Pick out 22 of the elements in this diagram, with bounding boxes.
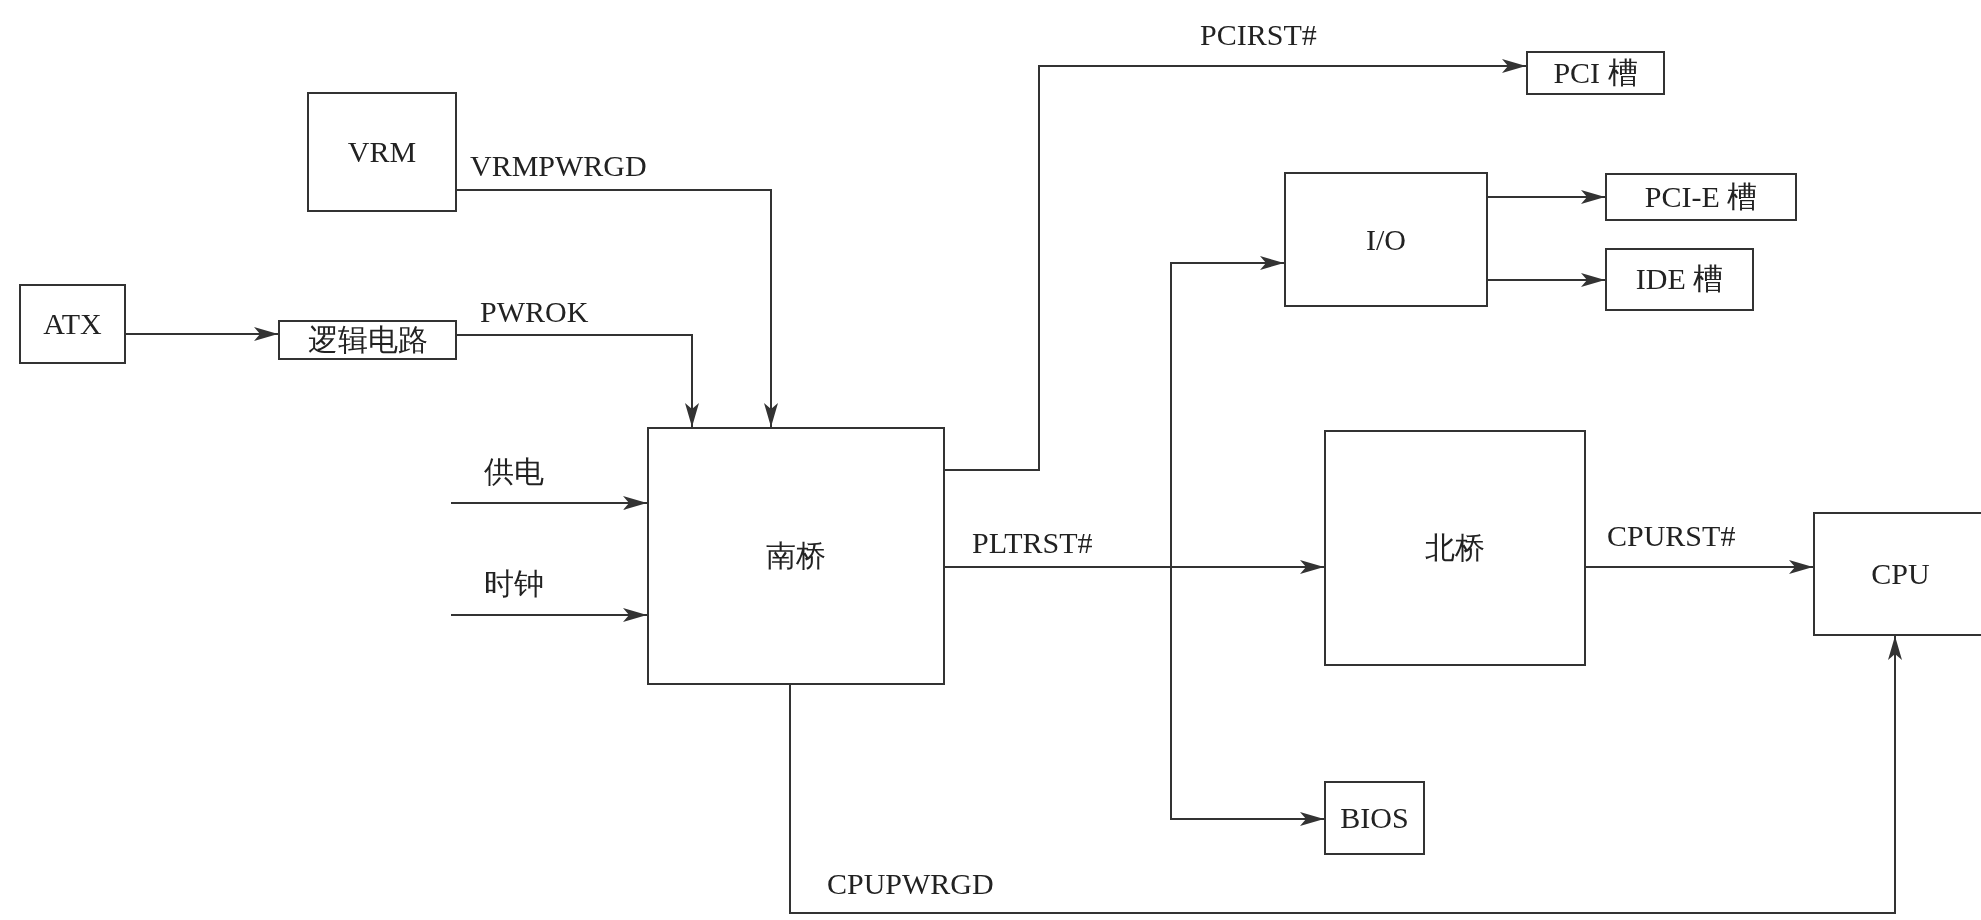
arrow bbox=[944, 59, 1527, 471]
component-box: BIOS bbox=[1324, 781, 1425, 855]
component-box: PCI 槽 bbox=[1526, 51, 1665, 95]
component-box: I/O bbox=[1284, 172, 1488, 307]
edge-label: 供电 bbox=[482, 455, 546, 489]
arrow bbox=[456, 189, 778, 428]
arrow bbox=[1585, 560, 1814, 574]
arrow bbox=[1487, 190, 1606, 204]
component-box: ATX bbox=[19, 284, 126, 364]
chip-box: 南桥 bbox=[647, 427, 945, 685]
arrow bbox=[125, 327, 279, 341]
arrow bbox=[450, 608, 648, 622]
arrow bbox=[456, 334, 699, 428]
component-box: PCI-E 槽 bbox=[1605, 173, 1797, 221]
component-box: VRM bbox=[307, 92, 457, 212]
chip-box: 北桥 bbox=[1324, 430, 1586, 666]
component-box: 逻辑电路 bbox=[278, 320, 457, 360]
arrow bbox=[450, 496, 648, 510]
arrow bbox=[1487, 273, 1606, 287]
component-box: IDE 槽 bbox=[1605, 248, 1754, 311]
component-box: CPU bbox=[1813, 512, 1981, 636]
arrow bbox=[789, 635, 1902, 914]
